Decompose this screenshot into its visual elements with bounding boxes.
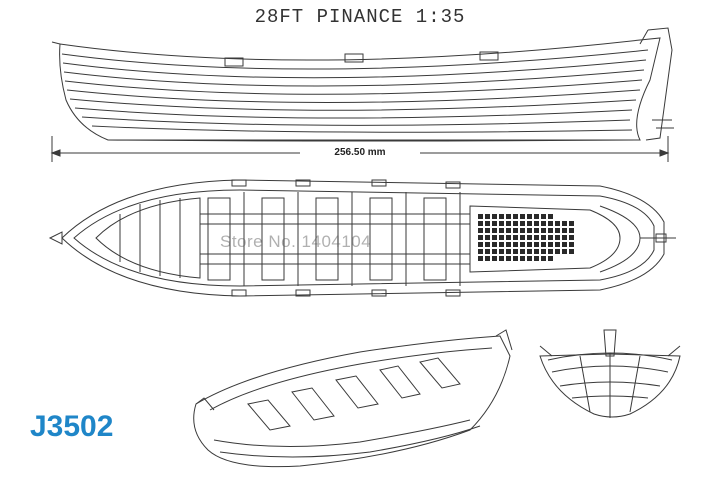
stern-grating [478,214,574,261]
model-code: J3502 [30,410,114,443]
drawing-title: 28FT PINANCE 1:35 [254,6,466,28]
perspective-view [193,329,513,468]
side-profile [51,27,674,142]
length-dimension-label: 256.50 mm [334,147,386,158]
plan-view [48,179,676,297]
store-watermark: Store No. 1404104 [220,232,372,251]
stern-end-view [539,329,681,418]
length-dimension-line [50,136,670,162]
